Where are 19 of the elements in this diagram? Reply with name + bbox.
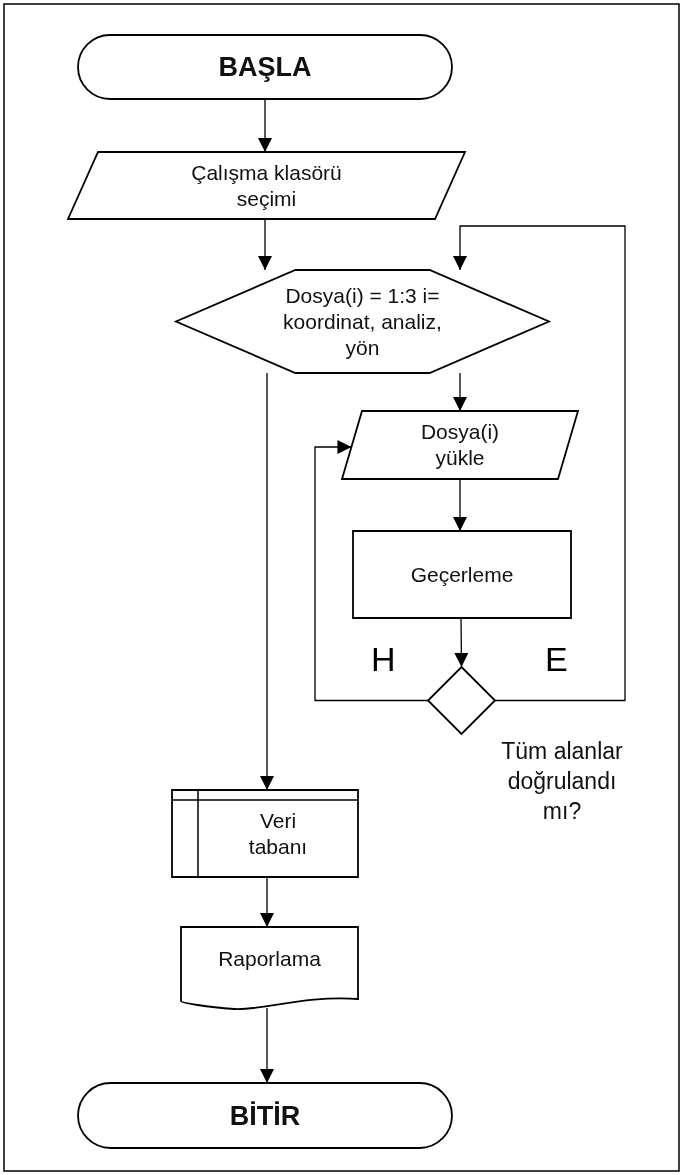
node-label: Dosya(i) = 1:3 i= koordinat, analiz, yön xyxy=(282,282,443,361)
terminal-label: BİTİR xyxy=(229,1102,301,1129)
node-label: Çalışma klasörü seçimi xyxy=(190,159,343,212)
arrow xyxy=(453,225,626,702)
node-label: Geçerleme xyxy=(410,561,514,588)
arrow xyxy=(258,98,272,153)
node-label: Raporlama xyxy=(218,946,321,972)
arrow xyxy=(453,478,467,532)
arrow xyxy=(260,876,274,928)
terminal-label: BAŞLA xyxy=(218,54,312,80)
arrow xyxy=(260,372,274,791)
decision-question: Tüm alanlar doğrulandı mı? xyxy=(500,737,624,826)
arrow xyxy=(260,1007,274,1084)
node-label: Veri tabanı xyxy=(247,807,309,860)
arrow xyxy=(454,617,469,668)
node-label: Dosya(i) yükle xyxy=(419,419,501,471)
arrow xyxy=(258,218,272,271)
arrow xyxy=(314,440,429,702)
arrow xyxy=(453,372,467,412)
